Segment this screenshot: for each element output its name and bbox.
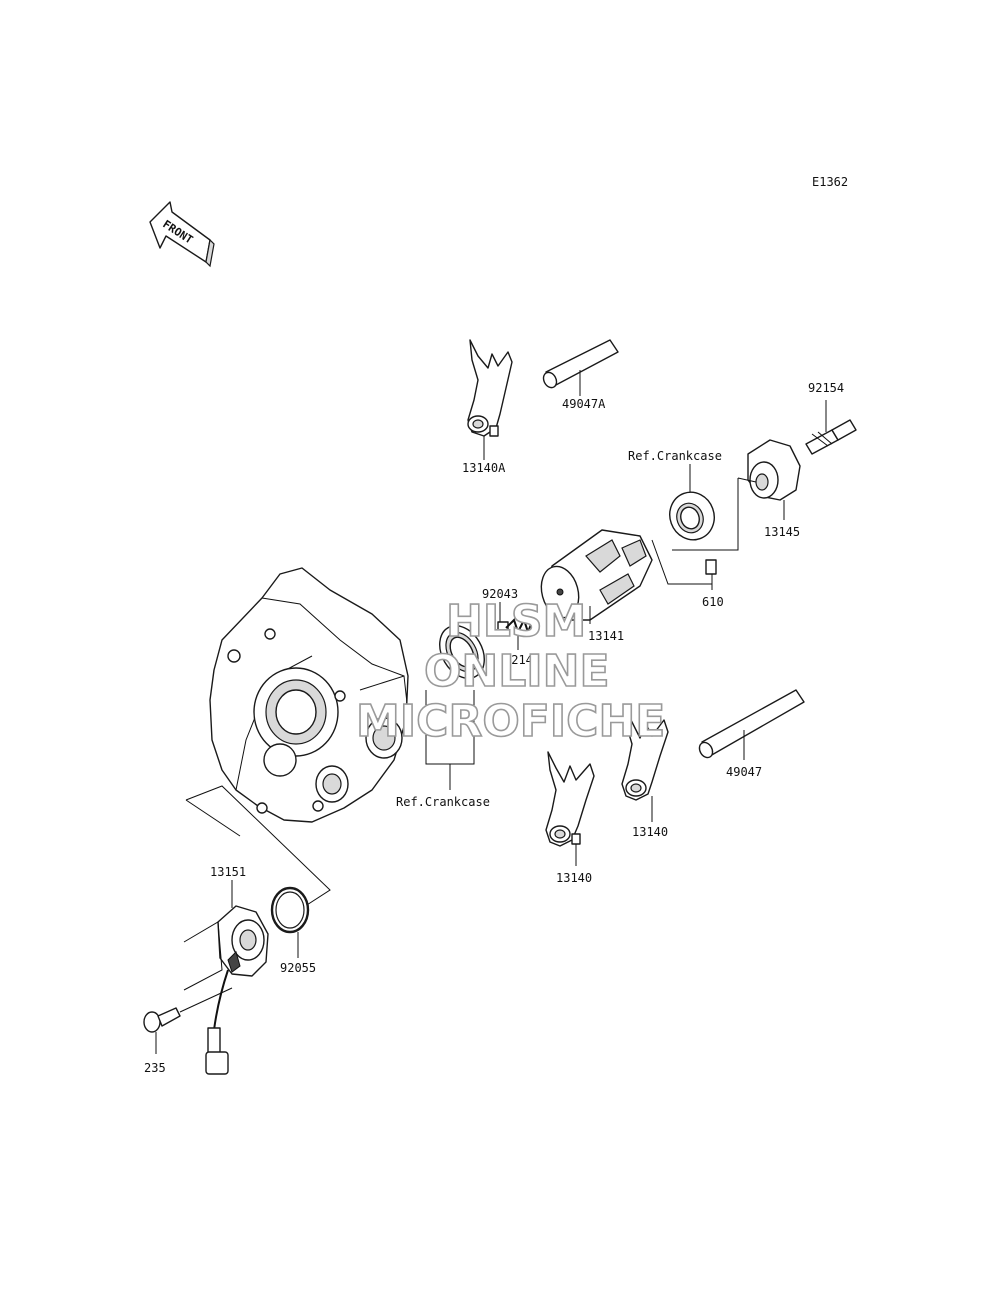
callout-13141: 13141 bbox=[588, 629, 624, 643]
watermark-line-2: ONLINE bbox=[424, 646, 610, 697]
watermark: HLSM ONLINE MICROFICHE bbox=[355, 595, 666, 748]
shift-rod-49047A bbox=[542, 339, 619, 389]
callout-13151: 13151 bbox=[210, 865, 246, 879]
bolt-235 bbox=[143, 987, 233, 1033]
crankcase bbox=[209, 567, 409, 823]
dowel-pin-610 bbox=[705, 559, 717, 575]
shift-fork-13140A bbox=[467, 339, 513, 437]
callout-92145: 92145 bbox=[504, 653, 540, 667]
callout-49047: 49047 bbox=[726, 765, 762, 779]
callout-92043: 92043 bbox=[482, 587, 518, 601]
shift-drum-13141 bbox=[540, 529, 653, 621]
callout-13140-right: 13140 bbox=[632, 825, 668, 839]
watermark-line-1: HLSM bbox=[446, 596, 586, 647]
callout-13140A: 13140A bbox=[462, 461, 506, 475]
watermark-line-3: MICROFICHE bbox=[356, 696, 665, 747]
shift-fork-13140-left bbox=[545, 751, 595, 847]
shift-cam-13145 bbox=[747, 439, 801, 501]
diagram-code: E1362 bbox=[812, 175, 848, 189]
callout-13140-left: 13140 bbox=[556, 871, 592, 885]
shift-rod-49047 bbox=[698, 689, 805, 759]
o-ring-92055 bbox=[270, 886, 310, 934]
callout-ref-crankcase-top: Ref.Crankcase bbox=[628, 449, 722, 463]
needle-bearing bbox=[439, 625, 485, 679]
callout-49047A: 49047A bbox=[562, 397, 606, 411]
callout-92055: 92055 bbox=[280, 961, 316, 975]
neutral-switch-13151 bbox=[205, 905, 269, 1075]
front-arrow-icon: FRONT bbox=[149, 201, 215, 268]
shift-fork-13140-right bbox=[621, 707, 669, 801]
callout-610: 610 bbox=[702, 595, 724, 609]
callout-13145: 13145 bbox=[764, 525, 800, 539]
neutral-bolt-92154 bbox=[805, 419, 857, 455]
spring-92145 bbox=[505, 617, 533, 635]
callout-235: 235 bbox=[144, 1061, 166, 1075]
bearing-ring-top bbox=[669, 491, 715, 541]
callout-92154: 92154 bbox=[808, 381, 844, 395]
callout-ref-crankcase-bottom: Ref.Crankcase bbox=[396, 795, 490, 809]
